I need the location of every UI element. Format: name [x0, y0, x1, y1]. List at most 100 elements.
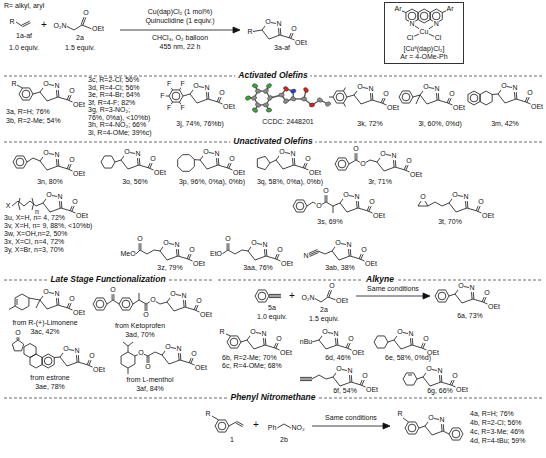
- caption-text: 4d, R=4-tBu; 59%: [470, 437, 525, 445]
- bond-line: [13, 156, 27, 168]
- bond-line: [333, 206, 334, 213]
- atom-label: O: [362, 372, 368, 380]
- atom-label: N: [204, 84, 210, 92]
- atom-label: O₂N: [301, 294, 315, 302]
- bond-line: [120, 30, 236, 31]
- atom-label: O: [189, 246, 195, 254]
- atom-label: O: [291, 25, 297, 33]
- atom-label: O: [357, 83, 363, 91]
- atom-label: O: [527, 89, 533, 97]
- caption-text: Same conditions: [367, 285, 419, 293]
- caption-text: 3m, 42%: [491, 120, 519, 128]
- bond-line: [241, 340, 247, 342]
- caption-text: 2a: [76, 34, 84, 42]
- caption-text: Cu(dap)Cl₂ (1 mol%): [148, 8, 213, 16]
- bond-line: [312, 426, 386, 427]
- atom-label: O: [69, 156, 75, 164]
- atom-label: N: [368, 85, 374, 93]
- atom-label: O: [265, 18, 271, 26]
- atom-label: O: [478, 198, 484, 206]
- bond-line: [257, 156, 270, 169]
- bond-line: [194, 159, 200, 160]
- caption-text: 455 nm, 22 h: [160, 43, 201, 51]
- atom-label: O: [165, 343, 171, 351]
- atom-label: OEt: [386, 104, 399, 112]
- atom-label: R: [9, 18, 15, 26]
- atom-label: O: [305, 155, 311, 163]
- bond-line: [325, 194, 326, 202]
- crystal-atom: [290, 89, 296, 94]
- atom-label: R: [247, 28, 253, 36]
- bond-line: [136, 250, 160, 254]
- atom-label: OEt: [72, 309, 85, 317]
- caption-text: 3i, R=4-OMe; 39%c): [88, 129, 152, 137]
- bond-line: [178, 155, 195, 172]
- arrow-head: [383, 423, 390, 429]
- atom-label: OEt: [72, 101, 85, 109]
- bond-line: [215, 420, 229, 432]
- caption-text: 3e, R=4-Br; 64%: [88, 91, 140, 99]
- caption-text: 4c, R=3-Me; 46%: [470, 428, 524, 436]
- atom-label: N: [391, 152, 397, 160]
- atom-label: OEt: [280, 260, 293, 268]
- atom-label: O: [89, 352, 95, 360]
- atom-label: NO₂: [291, 424, 305, 432]
- atom-label: O: [423, 83, 429, 91]
- bond-line: [344, 87, 346, 90]
- bond-line: [236, 423, 243, 427]
- atom-label: N: [347, 367, 353, 375]
- bond-line: [128, 342, 133, 346]
- atom-label: O: [380, 150, 386, 158]
- atom-label: O: [219, 89, 225, 97]
- atom-label: MeO: [120, 250, 136, 258]
- caption-text: 3p, 96%, 0%a), 0%b): [179, 178, 245, 186]
- atom-label: O: [138, 349, 144, 357]
- atom-label: O: [43, 288, 49, 296]
- crystal-atom: [303, 87, 310, 94]
- aromatic-ring: [336, 93, 344, 101]
- bond-line: [112, 293, 113, 300]
- bond-line: [128, 368, 129, 374]
- caption-text: 3aa, 76%: [243, 264, 273, 272]
- caption-text: 3k, 72%: [357, 120, 382, 128]
- atom-label: N: [290, 150, 296, 158]
- atom-label: F: [167, 104, 172, 112]
- atom-label: N: [346, 241, 352, 249]
- atom-label: O: [163, 239, 169, 247]
- atom-label: OEt: [455, 386, 468, 394]
- bond-line: [93, 298, 107, 310]
- crystal-atom: [255, 89, 261, 94]
- atom-label: O: [43, 80, 49, 88]
- atom-label: Cu: [419, 28, 429, 36]
- bond-line: [356, 152, 357, 160]
- crystal-atom: [283, 98, 290, 104]
- caption-text: from estrone: [30, 374, 69, 382]
- bond-line: [27, 158, 40, 162]
- atom-label: R: [205, 410, 211, 418]
- atom-label: OEt: [279, 349, 292, 357]
- bond-line: [449, 428, 463, 440]
- aromatic-ring: [408, 12, 416, 20]
- atom-label: F: [180, 80, 185, 88]
- aromatic-ring: [218, 422, 226, 430]
- atom-label: N: [54, 151, 60, 159]
- caption-text: 3j, 74%, 76%b): [176, 120, 223, 128]
- bond-line: [29, 298, 40, 300]
- atom-label: OEt: [365, 386, 378, 394]
- atom-label: O: [170, 290, 176, 298]
- caption-text: 6f, 54%: [333, 387, 357, 395]
- bond-line: [236, 421, 243, 425]
- crystal-atom: [252, 83, 258, 88]
- bond-line: [326, 194, 327, 202]
- atom-label: O: [137, 235, 143, 243]
- atom-label: N: [439, 416, 445, 424]
- caption-text: 6d, 46%: [325, 354, 351, 362]
- caption-text: 6c, R=4-OMe; 68%: [222, 362, 282, 370]
- bond-line: [405, 422, 419, 434]
- bond-line: [399, 91, 413, 103]
- bond-line: [17, 299, 18, 305]
- atom-label: N: [214, 150, 220, 158]
- atom-label: N: [176, 345, 182, 353]
- aromatic-ring: [258, 292, 266, 300]
- atom-label: O: [251, 239, 257, 247]
